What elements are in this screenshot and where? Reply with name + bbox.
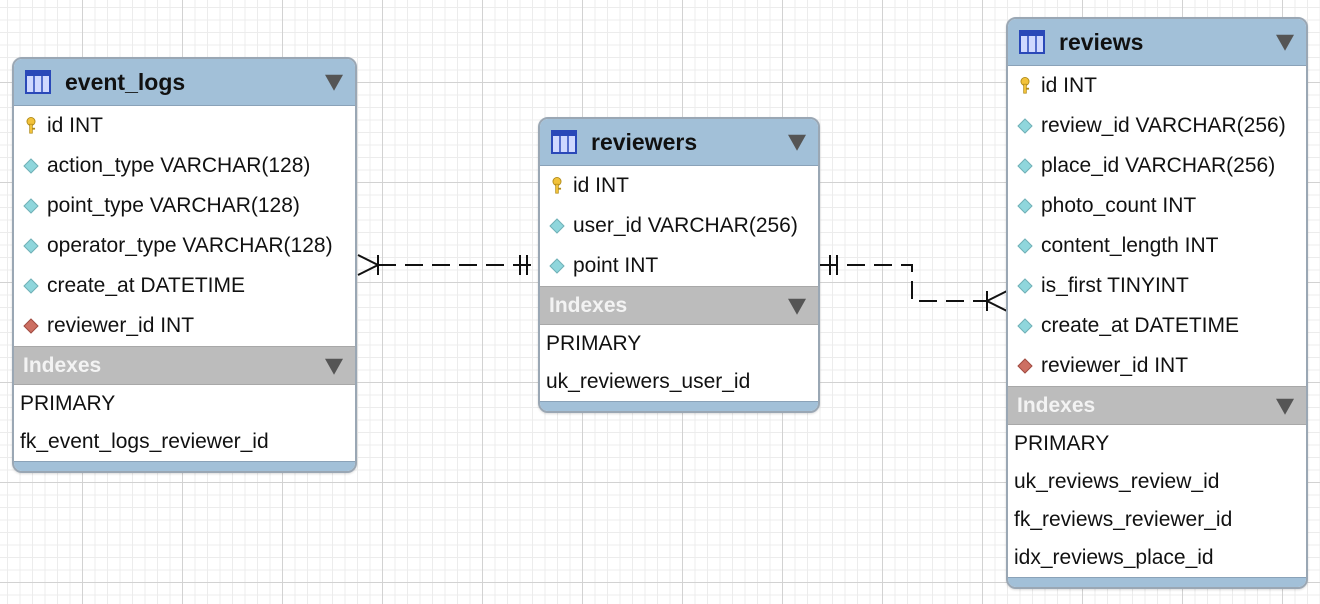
column-label: user_id VARCHAR(256): [573, 214, 798, 237]
column-label: review_id VARCHAR(256): [1041, 114, 1286, 137]
index-row[interactable]: fk_reviews_reviewer_id: [1008, 501, 1306, 539]
column-row[interactable]: place_id VARCHAR(256): [1008, 146, 1306, 186]
column-row[interactable]: id INT: [14, 106, 355, 146]
indexes-label: Indexes: [23, 353, 102, 377]
index-row[interactable]: uk_reviewers_user_id: [540, 363, 818, 401]
collapse-toggle-icon[interactable]: [1276, 398, 1294, 415]
indexes-label: Indexes: [1017, 393, 1096, 417]
foreign-key-diamond-icon: [1017, 358, 1033, 374]
table-reviews[interactable]: reviews id INT review_id VARCHAR(256) pl…: [1006, 17, 1308, 589]
indexes-header[interactable]: Indexes: [14, 346, 355, 385]
column-row[interactable]: point INT: [540, 246, 818, 286]
table-header[interactable]: reviewers: [540, 119, 818, 166]
collapse-toggle-icon[interactable]: [1276, 34, 1294, 51]
column-diamond-icon: [1017, 118, 1033, 134]
collapse-toggle-icon[interactable]: [788, 134, 806, 151]
column-diamond-icon: [1017, 238, 1033, 254]
collapse-toggle-icon[interactable]: [788, 298, 806, 315]
column-diamond-icon: [23, 158, 39, 174]
table-reviewers[interactable]: reviewers id INT user_id VARCHAR(256) po…: [538, 117, 820, 413]
table-title: event_logs: [65, 68, 186, 95]
collapse-toggle-icon[interactable]: [325, 358, 343, 375]
column-diamond-icon: [23, 198, 39, 214]
column-label: create_at DATETIME: [1041, 314, 1240, 337]
column-label: id INT: [47, 114, 104, 137]
indexes-header[interactable]: Indexes: [1008, 386, 1306, 425]
index-label: uk_reviewers_user_id: [546, 370, 751, 393]
index-row[interactable]: PRIMARY: [540, 325, 818, 363]
index-row[interactable]: PRIMARY: [14, 385, 355, 423]
table-title: reviews: [1059, 28, 1144, 55]
index-label: idx_reviews_place_id: [1014, 546, 1214, 569]
index-label: PRIMARY: [1014, 432, 1110, 455]
column-row[interactable]: reviewer_id INT: [1008, 346, 1306, 386]
column-row[interactable]: reviewer_id INT: [14, 306, 355, 346]
column-label: create_at DATETIME: [47, 274, 246, 297]
table-header[interactable]: reviews: [1008, 19, 1306, 66]
column-row[interactable]: id INT: [1008, 66, 1306, 106]
column-row[interactable]: create_at DATETIME: [1008, 306, 1306, 346]
index-label: PRIMARY: [546, 332, 642, 355]
column-diamond-icon: [1017, 158, 1033, 174]
index-row[interactable]: idx_reviews_place_id: [1008, 539, 1306, 577]
table-title: reviewers: [591, 128, 698, 155]
index-label: fk_event_logs_reviewer_id: [20, 430, 269, 453]
index-row[interactable]: PRIMARY: [1008, 425, 1306, 463]
column-row[interactable]: photo_count INT: [1008, 186, 1306, 226]
column-label: operator_type VARCHAR(128): [47, 234, 333, 257]
column-diamond-icon: [1017, 318, 1033, 334]
primary-key-icon: [552, 177, 562, 194]
column-label: content_length INT: [1041, 234, 1219, 257]
primary-key-icon: [1020, 77, 1030, 94]
table-header[interactable]: event_logs: [14, 59, 355, 106]
column-label: action_type VARCHAR(128): [47, 154, 311, 177]
table-icon: [1019, 30, 1045, 54]
column-row[interactable]: create_at DATETIME: [14, 266, 355, 306]
column-row[interactable]: review_id VARCHAR(256): [1008, 106, 1306, 146]
column-row[interactable]: content_length INT: [1008, 226, 1306, 266]
column-row[interactable]: id INT: [540, 166, 818, 206]
column-label: point_type VARCHAR(128): [47, 194, 300, 217]
table-icon: [551, 130, 577, 154]
many-crowfoot-event-logs: [357, 254, 381, 276]
table-footer: [540, 401, 818, 411]
index-row[interactable]: fk_event_logs_reviewer_id: [14, 423, 355, 461]
column-label: place_id VARCHAR(256): [1041, 154, 1276, 177]
column-label: id INT: [573, 174, 630, 197]
column-label: point INT: [573, 254, 659, 277]
primary-key-icon: [26, 117, 36, 134]
collapse-toggle-icon[interactable]: [325, 74, 343, 91]
foreign-key-diamond-icon: [23, 318, 39, 334]
column-label: reviewer_id INT: [47, 314, 195, 337]
index-label: uk_reviews_review_id: [1014, 470, 1220, 493]
column-label: id INT: [1041, 74, 1098, 97]
column-row[interactable]: point_type VARCHAR(128): [14, 186, 355, 226]
index-row[interactable]: uk_reviews_review_id: [1008, 463, 1306, 501]
column-diamond-icon: [1017, 198, 1033, 214]
table-icon: [25, 70, 51, 94]
column-row[interactable]: operator_type VARCHAR(128): [14, 226, 355, 266]
table-footer: [14, 461, 355, 471]
table-event-logs[interactable]: event_logs id INT action_type VARCHAR(12…: [12, 57, 357, 473]
table-footer: [1008, 577, 1306, 587]
index-label: PRIMARY: [20, 392, 116, 415]
column-row[interactable]: is_first TINYINT: [1008, 266, 1306, 306]
column-label: is_first TINYINT: [1041, 274, 1189, 297]
indexes-label: Indexes: [549, 293, 628, 317]
column-diamond-icon: [549, 258, 565, 274]
indexes-header[interactable]: Indexes: [540, 286, 818, 325]
column-diamond-icon: [1017, 278, 1033, 294]
column-label: reviewer_id INT: [1041, 354, 1189, 377]
column-row[interactable]: user_id VARCHAR(256): [540, 206, 818, 246]
column-diamond-icon: [23, 278, 39, 294]
column-diamond-icon: [23, 238, 39, 254]
column-row[interactable]: action_type VARCHAR(128): [14, 146, 355, 186]
column-diamond-icon: [549, 218, 565, 234]
index-label: fk_reviews_reviewer_id: [1014, 508, 1233, 531]
many-crowfoot-reviews: [984, 290, 1008, 312]
column-label: photo_count INT: [1041, 194, 1197, 217]
relationship-reviewers-reviews: [820, 264, 987, 302]
